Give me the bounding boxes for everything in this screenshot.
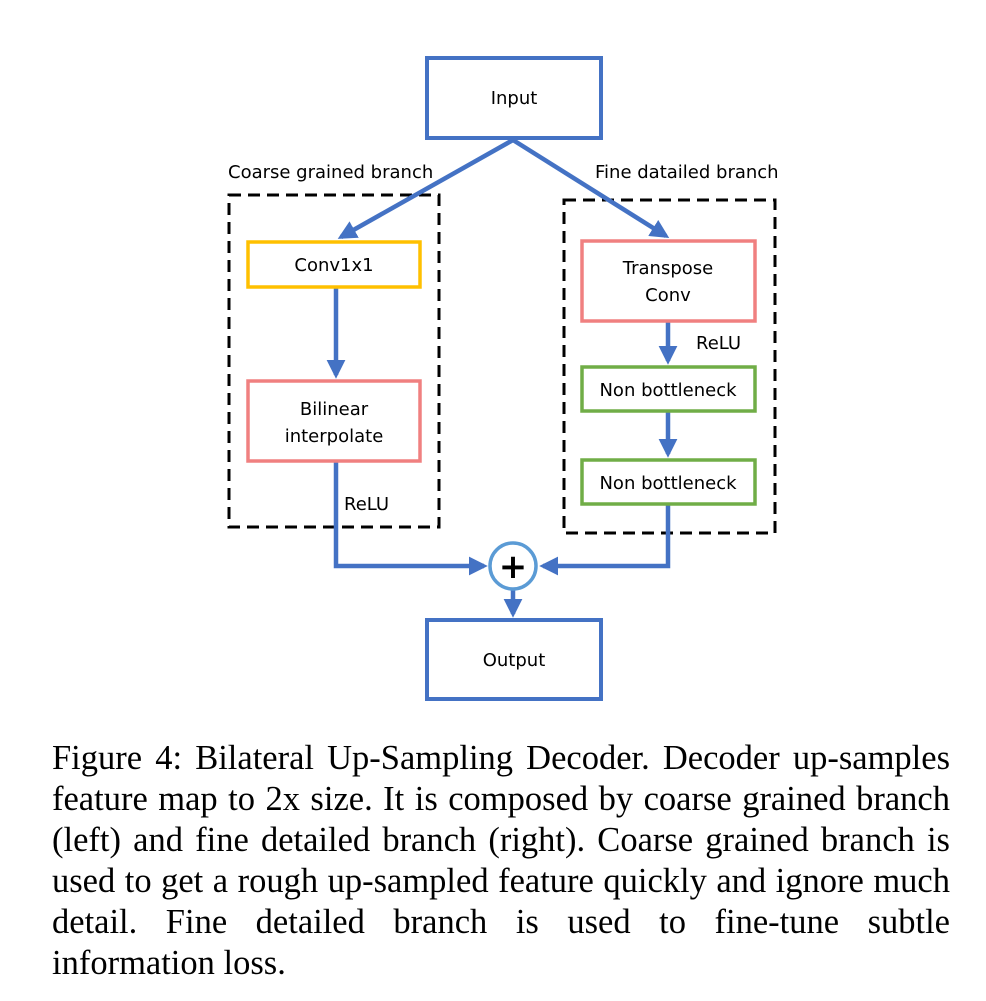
figure-caption: Figure 4: Bilateral Up-Sampling Decoder.… <box>52 739 950 982</box>
arrow-nonbottleneck-to-sum <box>539 505 671 576</box>
sum-symbol: + <box>499 547 528 587</box>
non-bottleneck-box-2 <box>580 458 757 506</box>
input-box <box>425 56 603 140</box>
bilinear-label-line2: interpolate <box>285 426 384 447</box>
non-bottleneck-label-2: Non bottleneck <box>599 473 737 494</box>
fine-branch-title: Fine datailed branch <box>595 162 779 183</box>
conv1x1-label: Conv1x1 <box>294 255 373 276</box>
decoder-diagram: Input Coarse grained branch Fine dataile… <box>227 56 779 701</box>
output-label: Output <box>483 650 546 671</box>
sum-node <box>488 541 538 591</box>
coarse-branch-title: Coarse grained branch <box>228 162 433 183</box>
connector-arrows <box>326 138 678 618</box>
bilinear-label-line1: Bilinear <box>300 399 369 420</box>
output-box <box>425 618 603 701</box>
coarse-relu-label: ReLU <box>344 494 389 515</box>
bilinear-box <box>246 379 422 463</box>
arrow-input-to-conv <box>337 138 515 239</box>
non-bottleneck-box-1 <box>580 365 757 413</box>
conv1x1-box <box>246 240 422 289</box>
transpose-conv-label-line1: Transpose <box>622 258 713 279</box>
input-label: Input <box>491 88 538 109</box>
arrow-bilinear-to-sum <box>333 462 488 576</box>
non-bottleneck-label-1: Non bottleneck <box>599 380 737 401</box>
fine-relu-label: ReLU <box>696 333 741 354</box>
arrow-input-to-transpose <box>511 138 670 239</box>
transpose-conv-label-line2: Conv <box>645 285 691 306</box>
transpose-conv-box <box>580 239 757 323</box>
